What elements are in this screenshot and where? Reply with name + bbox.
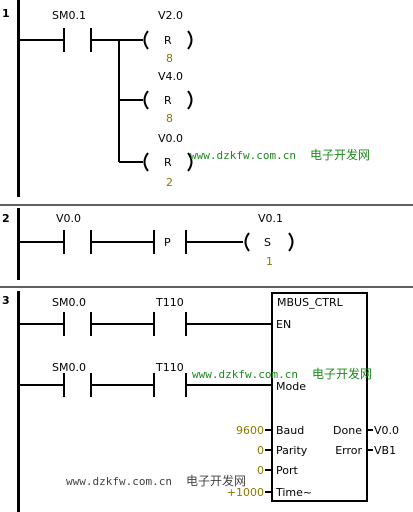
- time-value: +1000: [227, 486, 264, 499]
- coil-instruction: R: [164, 94, 172, 107]
- network-2[interactable]: 2 V0.0 P V0.1 S 1: [2, 212, 294, 268]
- coil-address: V2.0: [158, 9, 183, 22]
- coil-instruction: S: [264, 236, 271, 249]
- contact-label: T110: [155, 296, 184, 309]
- coil-count: 8: [166, 52, 173, 65]
- power-rail-network-2: [17, 208, 20, 280]
- positive-edge-label: P: [164, 236, 171, 249]
- watermark-url: www.dzkfw.com.cn: [190, 149, 296, 162]
- reset-coil[interactable]: V4.0 R 8: [143, 70, 193, 125]
- network-1[interactable]: 1 SM0.1 V2.0 R 8 V4.0 R 8 V0.0: [2, 7, 193, 189]
- contact-label: V0.0: [56, 212, 81, 225]
- watermark-name: 电子开发网: [186, 473, 246, 488]
- en-pin: EN: [276, 318, 291, 331]
- coil-left-arc: [143, 90, 149, 110]
- baud-pin: Baud: [276, 424, 304, 437]
- watermark: www.dzkfw.com.cn 电子开发网: [192, 366, 372, 381]
- watermark-url: www.dzkfw.com.cn: [192, 368, 298, 381]
- done-value: V0.0: [374, 424, 399, 437]
- block-title: MBUS_CTRL: [277, 296, 344, 309]
- reset-coil[interactable]: V0.0 R 2: [143, 132, 193, 189]
- coil-right-arc: [187, 152, 193, 172]
- coil-address: V0.1: [258, 212, 283, 225]
- contact-label: SM0.0: [52, 361, 86, 374]
- coil-right-arc: [187, 30, 193, 50]
- done-pin: Done: [333, 424, 362, 437]
- set-coil[interactable]: V0.1 S 1: [244, 212, 294, 268]
- watermark: www.dzkfw.com.cn 电子开发网: [190, 147, 370, 162]
- coil-instruction: R: [164, 156, 172, 169]
- contact-label: SM0.1: [52, 9, 86, 22]
- watermark: www.dzkfw.com.cn 电子开发网: [66, 473, 246, 488]
- network-number: 3: [2, 294, 10, 307]
- coil-address: V0.0: [158, 132, 183, 145]
- power-rail-network-1: [17, 0, 20, 197]
- contact-label: SM0.0: [52, 296, 86, 309]
- error-value: VB1: [374, 444, 396, 457]
- coil-count: 8: [166, 112, 173, 125]
- power-rail-network-3: [17, 291, 20, 512]
- coil-count: 1: [266, 255, 273, 268]
- baud-value: 9600: [236, 424, 264, 437]
- network-3[interactable]: 3 SM0.0 T110 SM0.0 T110 MBUS_CTRL EN Mod…: [2, 292, 399, 502]
- network-number: 1: [2, 7, 10, 20]
- block-box: [271, 292, 368, 502]
- coil-address: V4.0: [158, 70, 183, 83]
- reset-coil[interactable]: V2.0 R 8: [143, 9, 193, 65]
- error-pin: Error: [335, 444, 362, 457]
- coil-right-arc: [288, 232, 294, 252]
- contact-label: T110: [155, 361, 184, 374]
- port-value: 0: [257, 464, 264, 477]
- port-pin: Port: [276, 464, 298, 477]
- watermark-name: 电子开发网: [312, 366, 372, 381]
- coil-left-arc: [143, 30, 149, 50]
- time-pin: Time~: [275, 486, 312, 499]
- parity-pin: Parity: [276, 444, 308, 457]
- watermark-name: 电子开发网: [310, 147, 370, 162]
- parity-value: 0: [257, 444, 264, 457]
- watermark-url: www.dzkfw.com.cn: [66, 475, 172, 488]
- mode-pin: Mode: [276, 380, 306, 393]
- coil-left-arc: [244, 232, 250, 252]
- mbus-ctrl-block[interactable]: MBUS_CTRL EN Mode 9600 Baud 0 Parity 0 P…: [227, 292, 399, 502]
- coil-right-arc: [187, 90, 193, 110]
- coil-instruction: R: [164, 34, 172, 47]
- coil-left-arc: [143, 152, 149, 172]
- network-number: 2: [2, 212, 10, 225]
- coil-count: 2: [166, 176, 173, 189]
